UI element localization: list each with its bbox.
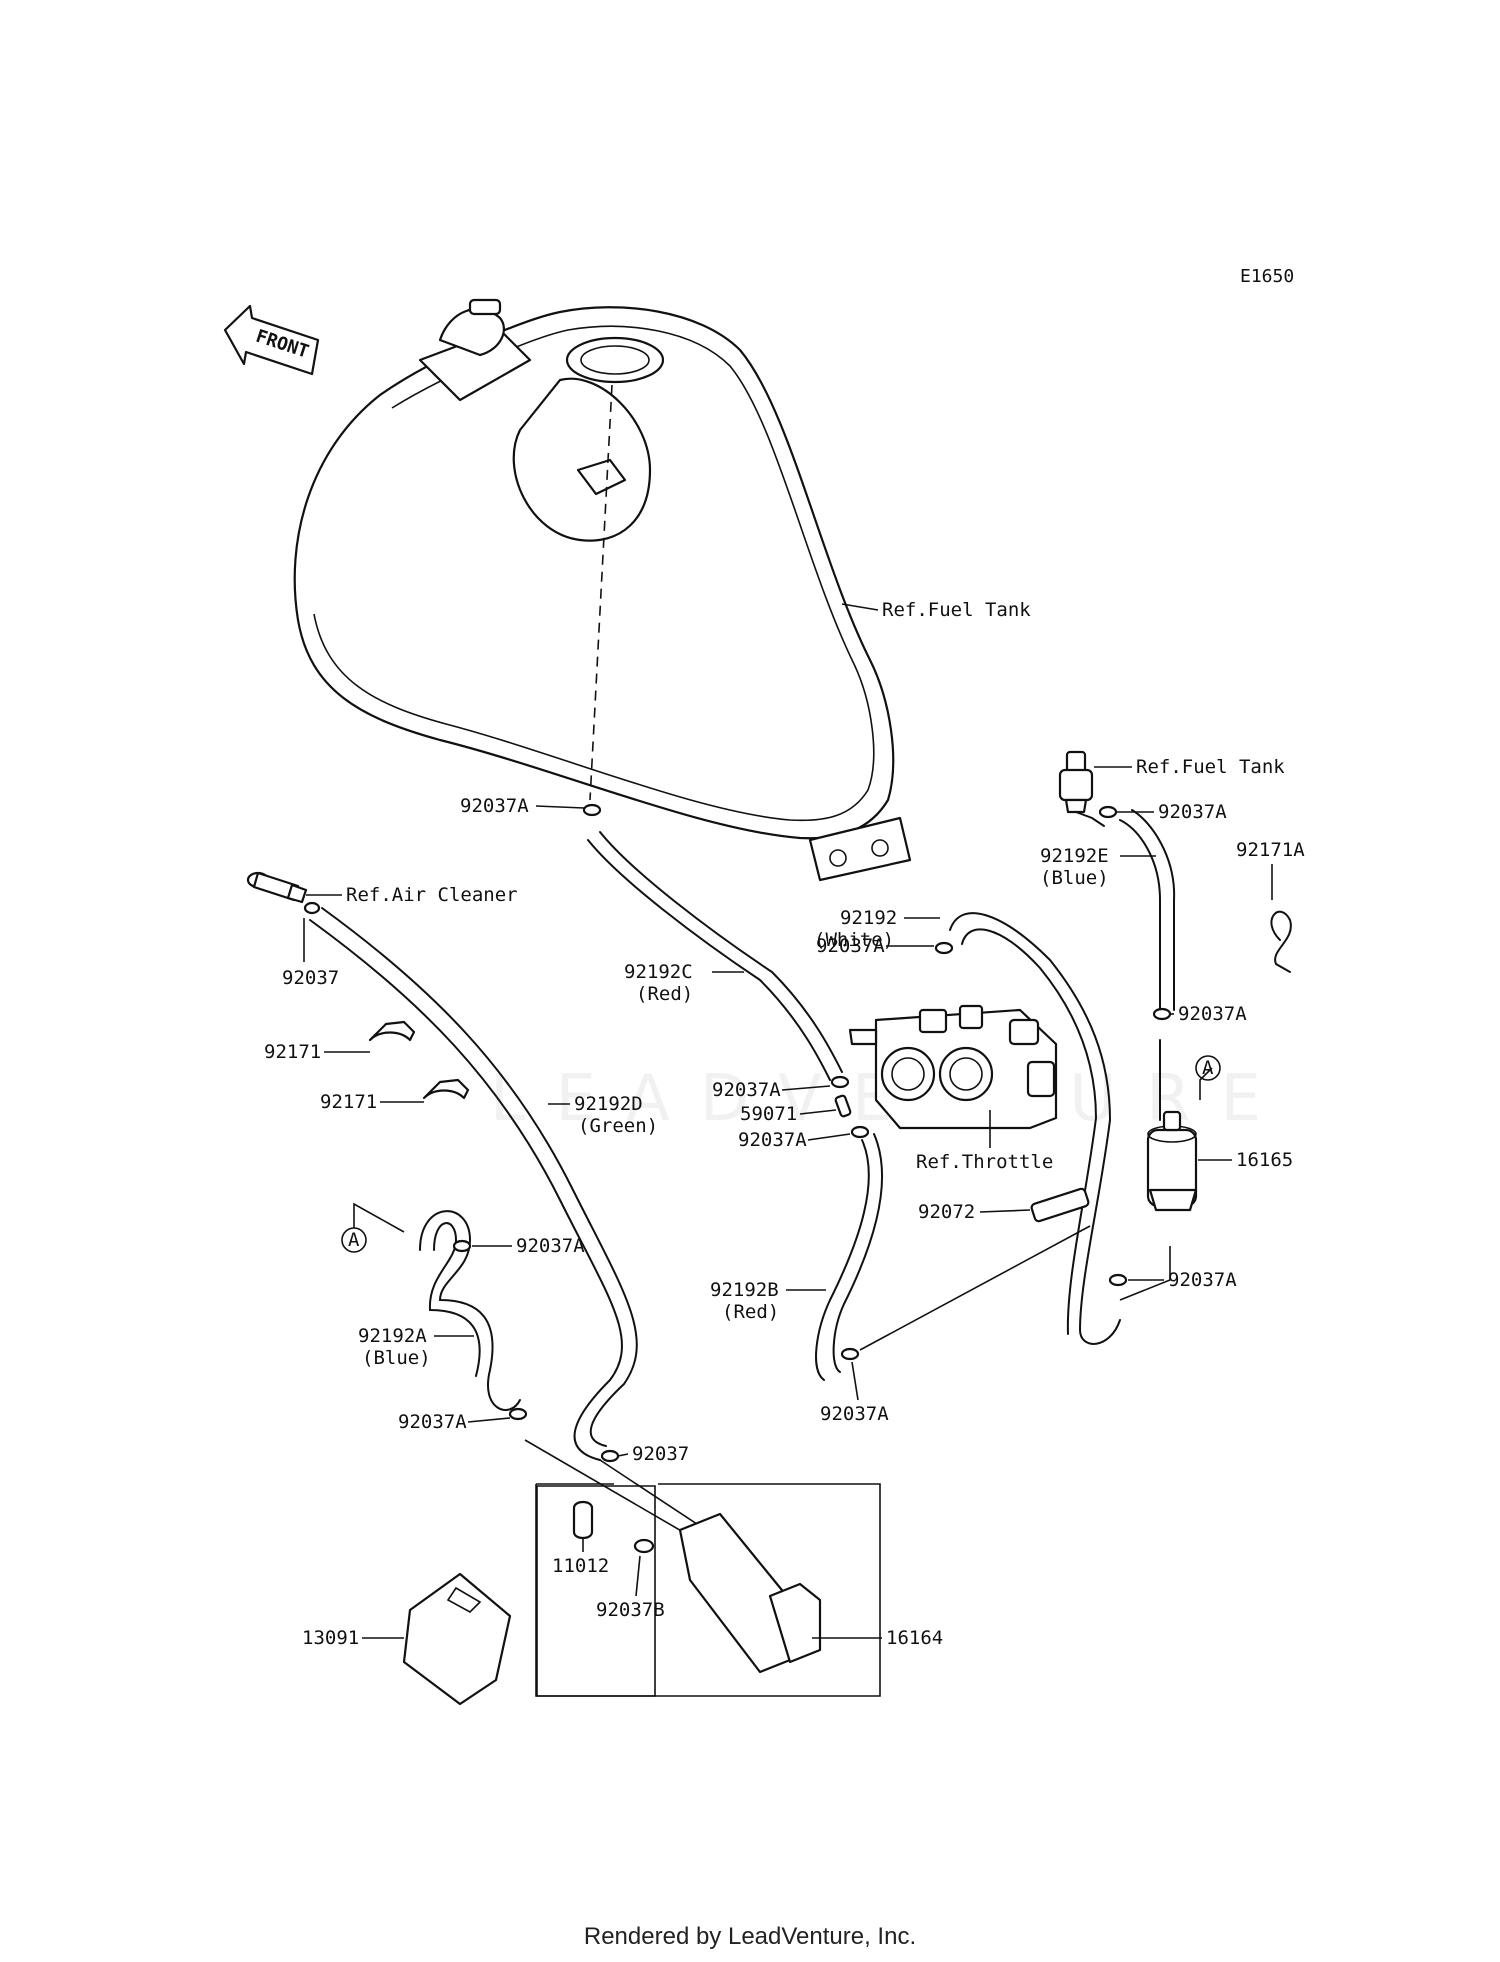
canister-kit-box	[535, 1483, 881, 1697]
callout-92192E: 92192E	[1040, 845, 1109, 867]
callout-92171-a: 92171	[264, 1041, 321, 1063]
marker-a-left-text: A	[348, 1229, 360, 1251]
clamps	[303, 803, 1172, 1554]
hose-92192A	[419, 1210, 521, 1411]
clip-92171-b	[422, 1078, 470, 1100]
ref-air-cleaner-label: Ref.Air Cleaner	[346, 884, 518, 906]
callout-92192B: 92192B	[710, 1279, 779, 1301]
throttle-body	[848, 1004, 1058, 1130]
right-fuel-tank-fitting	[1058, 750, 1105, 827]
callout-16165: 16165	[1236, 1149, 1293, 1171]
callout-92037A-throttle: 92037A	[816, 935, 885, 957]
callout-92192D-color: (Green)	[578, 1115, 658, 1137]
callout-92192A: 92192A	[358, 1325, 427, 1347]
callout-92037A-c: 92037A	[738, 1129, 807, 1151]
marker-a-right: A	[1195, 1055, 1221, 1081]
hose-92192C	[587, 831, 843, 1081]
callout-92037A-tank: 92037A	[460, 795, 529, 817]
callout-92037: 92037	[282, 967, 339, 989]
callout-92171A: 92171A	[1236, 839, 1305, 861]
callout-92037A-right-top: 92037A	[1158, 801, 1227, 823]
callout-13091: 13091	[302, 1627, 359, 1649]
air-cleaner-fitting	[246, 871, 308, 904]
ref-fuel-tank-main-label: Ref.Fuel Tank	[882, 599, 1031, 621]
marker-a-right-text: A	[1202, 1057, 1214, 1079]
callout-92171-b: 92171	[320, 1091, 377, 1113]
callout-92037A-left: 92037A	[516, 1235, 585, 1257]
clip-92171A	[1270, 910, 1292, 973]
footer-credit: Rendered by LeadVenture, Inc.	[584, 1923, 916, 1950]
callout-92192C: 92192C	[624, 961, 693, 983]
callout-92192B-color: (Red)	[722, 1301, 779, 1323]
callout-92192E-color: (Blue)	[1040, 867, 1109, 889]
marker-a-left: A	[341, 1202, 405, 1253]
callout-92192-color: (White)	[814, 929, 894, 951]
band-92072	[1030, 1187, 1090, 1223]
callout-92037A-right-low: 92037A	[1168, 1269, 1237, 1291]
callout-59071: 59071	[740, 1103, 797, 1125]
hose-92192	[949, 912, 1121, 1345]
callout-16164: 16164	[886, 1627, 943, 1649]
callout-11012: 11012	[552, 1555, 609, 1577]
hose-92192E	[1119, 809, 1176, 1011]
diagram-code: E1650	[1240, 266, 1294, 287]
ref-fuel-tank-right-label: Ref.Fuel Tank	[1136, 756, 1285, 778]
callout-92037B: 92037B	[596, 1599, 665, 1621]
callout-92037A-bottom: 92037A	[820, 1403, 889, 1425]
callout-92037A-lower-left: 92037A	[398, 1411, 467, 1433]
front-arrow-icon: FRONT	[223, 304, 320, 376]
fuel-tank	[293, 298, 912, 882]
callout-92072: 92072	[918, 1201, 975, 1223]
callout-92192A-color: (Blue)	[362, 1347, 431, 1369]
callout-92192: 92192	[840, 907, 897, 929]
ref-throttle-label: Ref.Throttle	[916, 1151, 1053, 1173]
callout-92192D: 92192D	[574, 1093, 643, 1115]
callout-92037A-right-mid: 92037A	[1178, 1003, 1247, 1025]
fuel-filter-16165	[1146, 1110, 1198, 1212]
callout-92037-lower: 92037	[632, 1443, 689, 1465]
callout-92192C-color: (Red)	[636, 983, 693, 1005]
callout-92037A-b: 92037A	[712, 1079, 781, 1101]
hose-92192B	[815, 1133, 884, 1381]
clip-92171-a	[368, 1020, 416, 1042]
hose-92192D	[309, 907, 638, 1461]
cover-13091	[402, 1572, 512, 1706]
